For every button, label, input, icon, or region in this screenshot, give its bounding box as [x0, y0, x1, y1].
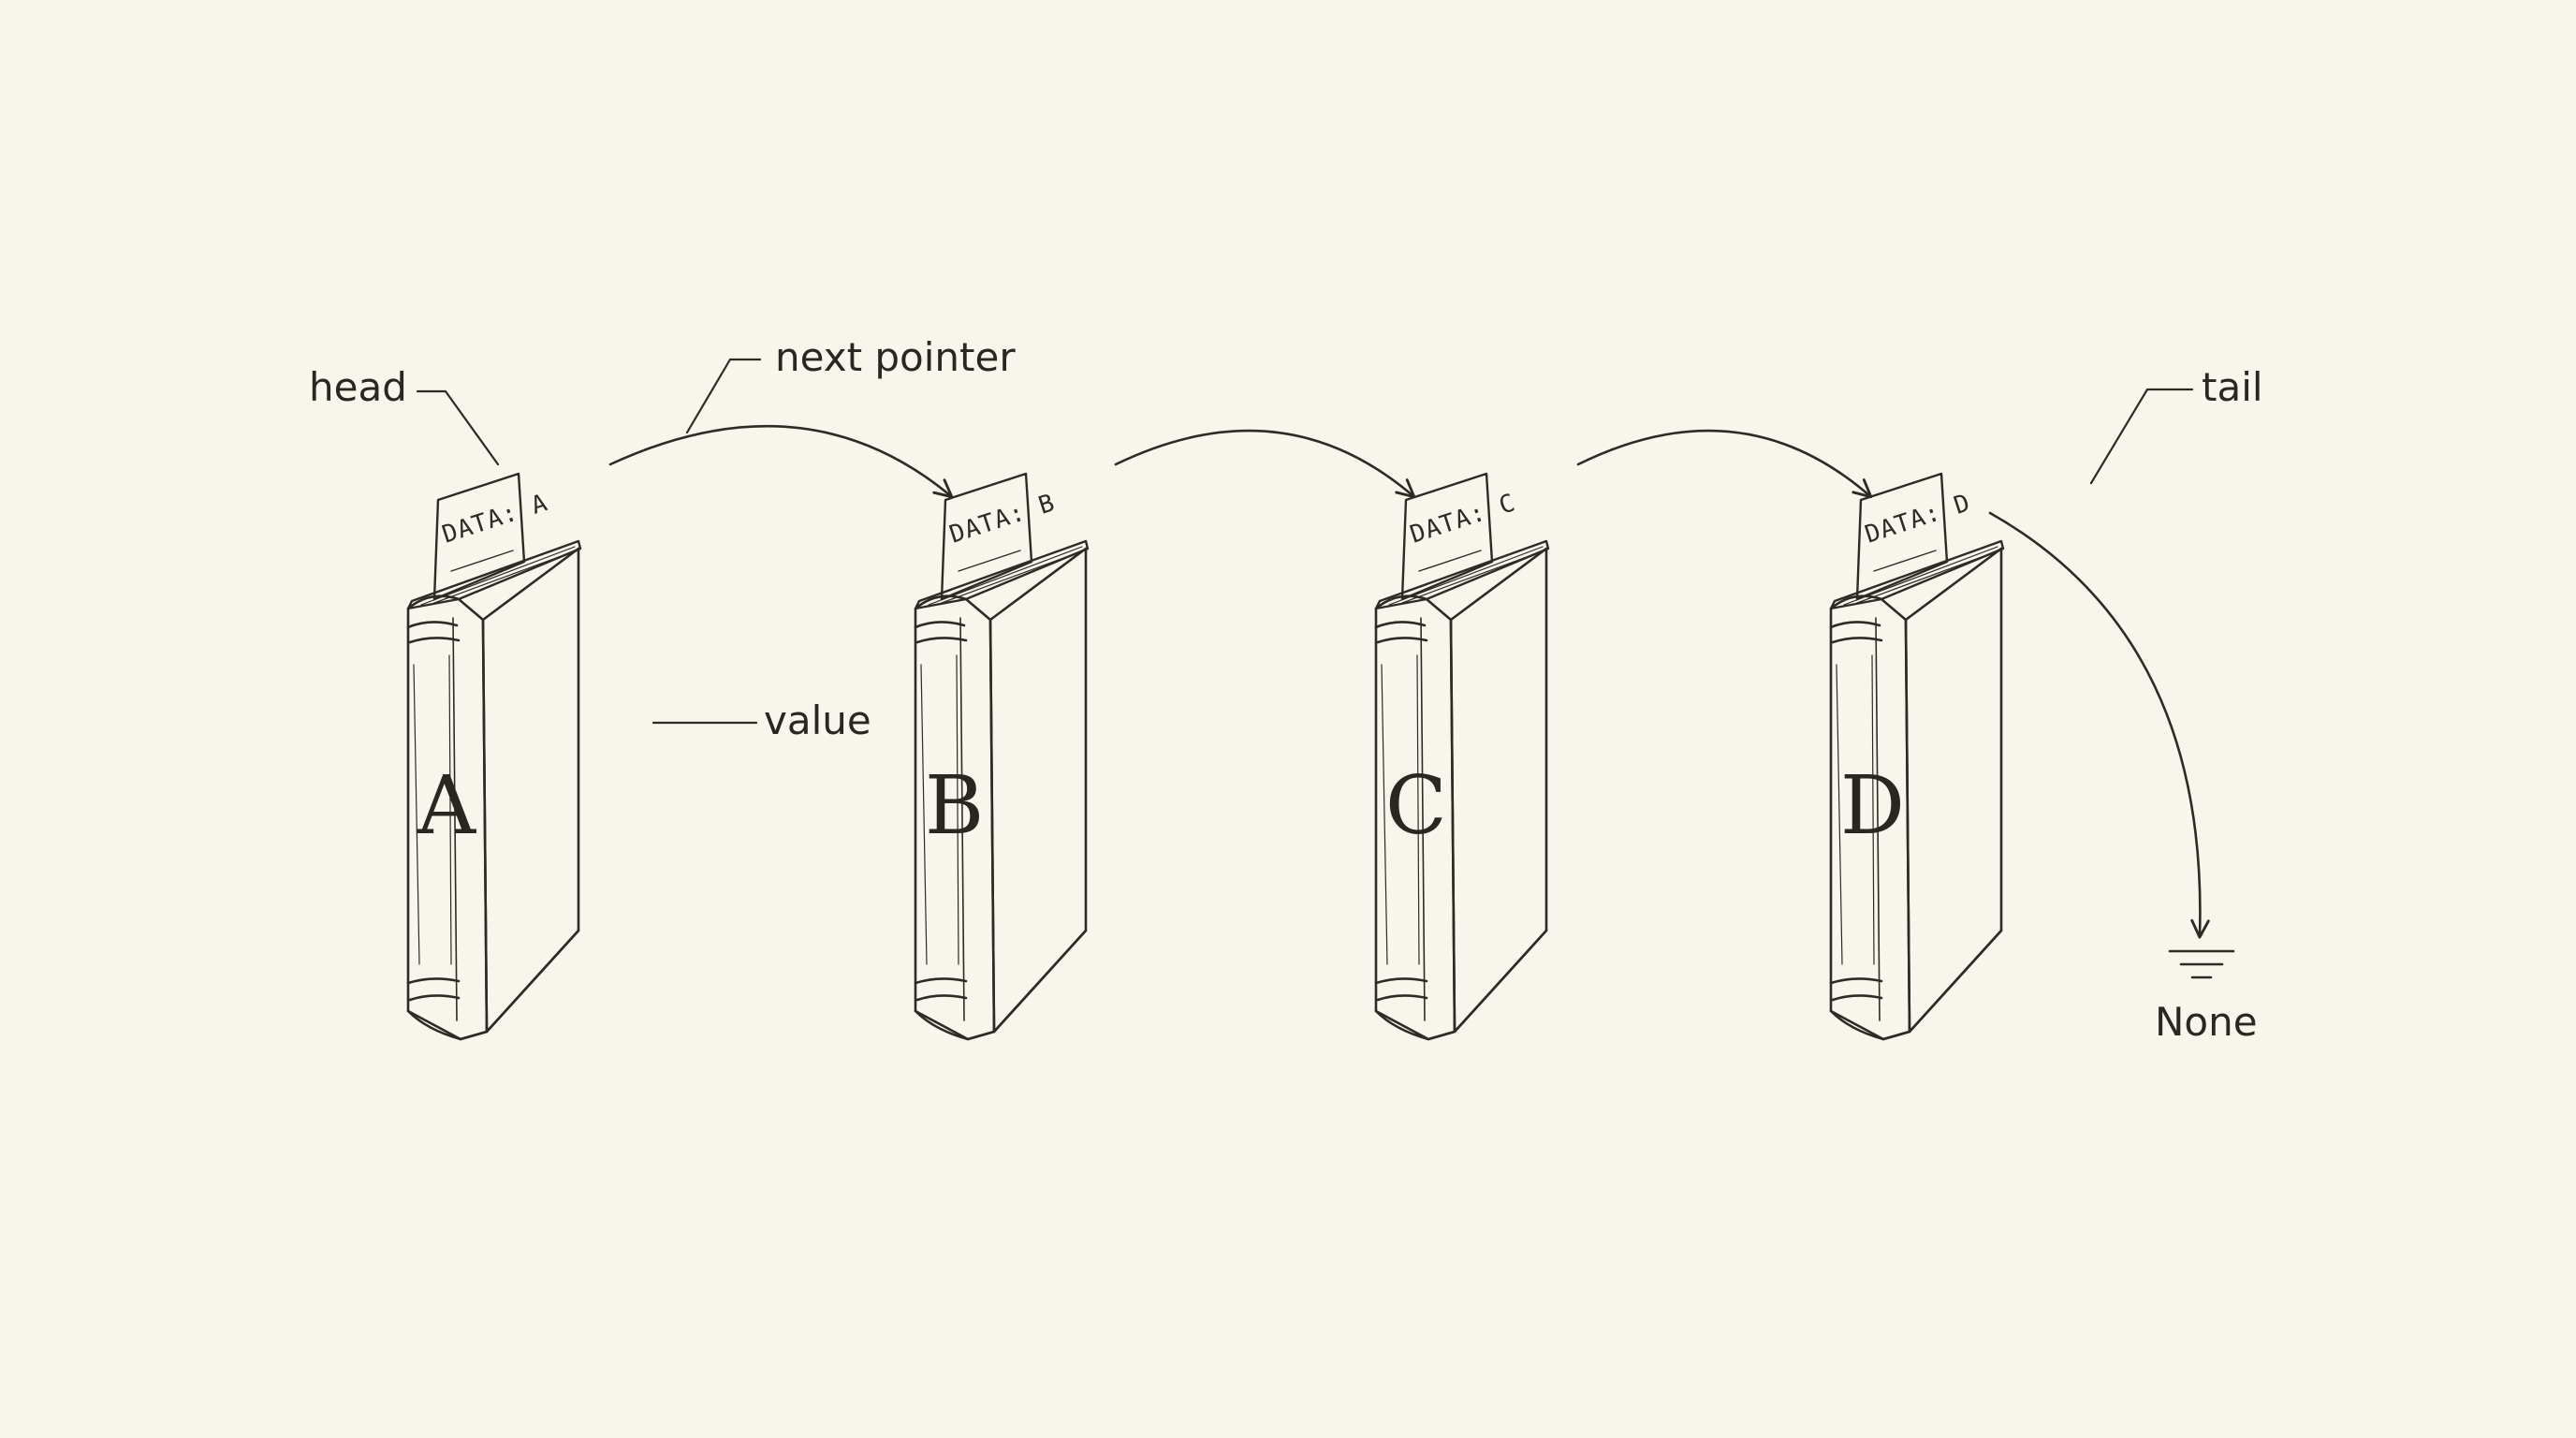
bookmark-tag — [1855, 472, 1949, 601]
next-pointer-arrow-b-c — [1114, 429, 1416, 499]
tail-to-none-arrow — [1988, 511, 2210, 939]
head-label: head — [309, 364, 407, 410]
book-nodes: DATA: A A DATA: B — [406, 472, 2005, 1041]
book-node-a: DATA: A A — [406, 472, 582, 1041]
ground-symbol-icon — [2168, 949, 2235, 979]
none-label: None — [2155, 999, 2258, 1045]
book-pages-top — [1374, 539, 1550, 610]
next-pointer-leader-line — [685, 358, 762, 434]
value-label: value — [764, 697, 871, 743]
spine-letter-d: D — [1840, 759, 1905, 853]
bookmark-tag-text-c: DATA: C — [1407, 489, 1519, 550]
spine-letter-a: A — [417, 759, 476, 853]
bookmark-tag — [432, 472, 526, 601]
spine-letter-b: B — [925, 759, 984, 853]
next-pointer-arrows — [608, 424, 2210, 939]
book-node-c: DATA: C C — [1374, 472, 1550, 1041]
book-cover — [1904, 547, 2003, 1034]
bookmark-tag-text-b: DATA: B — [946, 489, 1059, 550]
bookmark-tag — [1400, 472, 1494, 601]
book-cover — [481, 547, 580, 1034]
head-leader-line — [416, 389, 500, 466]
book-cover — [988, 547, 1088, 1034]
tail-label: tail — [2202, 364, 2263, 410]
next-pointer-arrow-a-b — [608, 424, 954, 499]
next-pointer-arrow-c-d — [1576, 429, 1873, 499]
tail-leader-line — [2089, 388, 2194, 485]
bookmark-tag-text-d: DATA: D — [1862, 489, 1974, 550]
book-cover — [1449, 547, 1548, 1034]
spine-letter-c: C — [1385, 759, 1447, 853]
book-pages-top — [406, 539, 582, 610]
bookmark-tag — [940, 472, 1033, 601]
book-node-b: DATA: B B — [914, 472, 1090, 1041]
book-pages-top — [1829, 539, 2005, 610]
book-node-d: DATA: D D — [1829, 472, 2005, 1041]
callout-leaders — [416, 358, 2194, 725]
bookmark-tag-text-a: DATA: A — [439, 489, 551, 550]
next-pointer-label: next pointer — [775, 334, 1016, 380]
book-pages-top — [914, 539, 1090, 610]
